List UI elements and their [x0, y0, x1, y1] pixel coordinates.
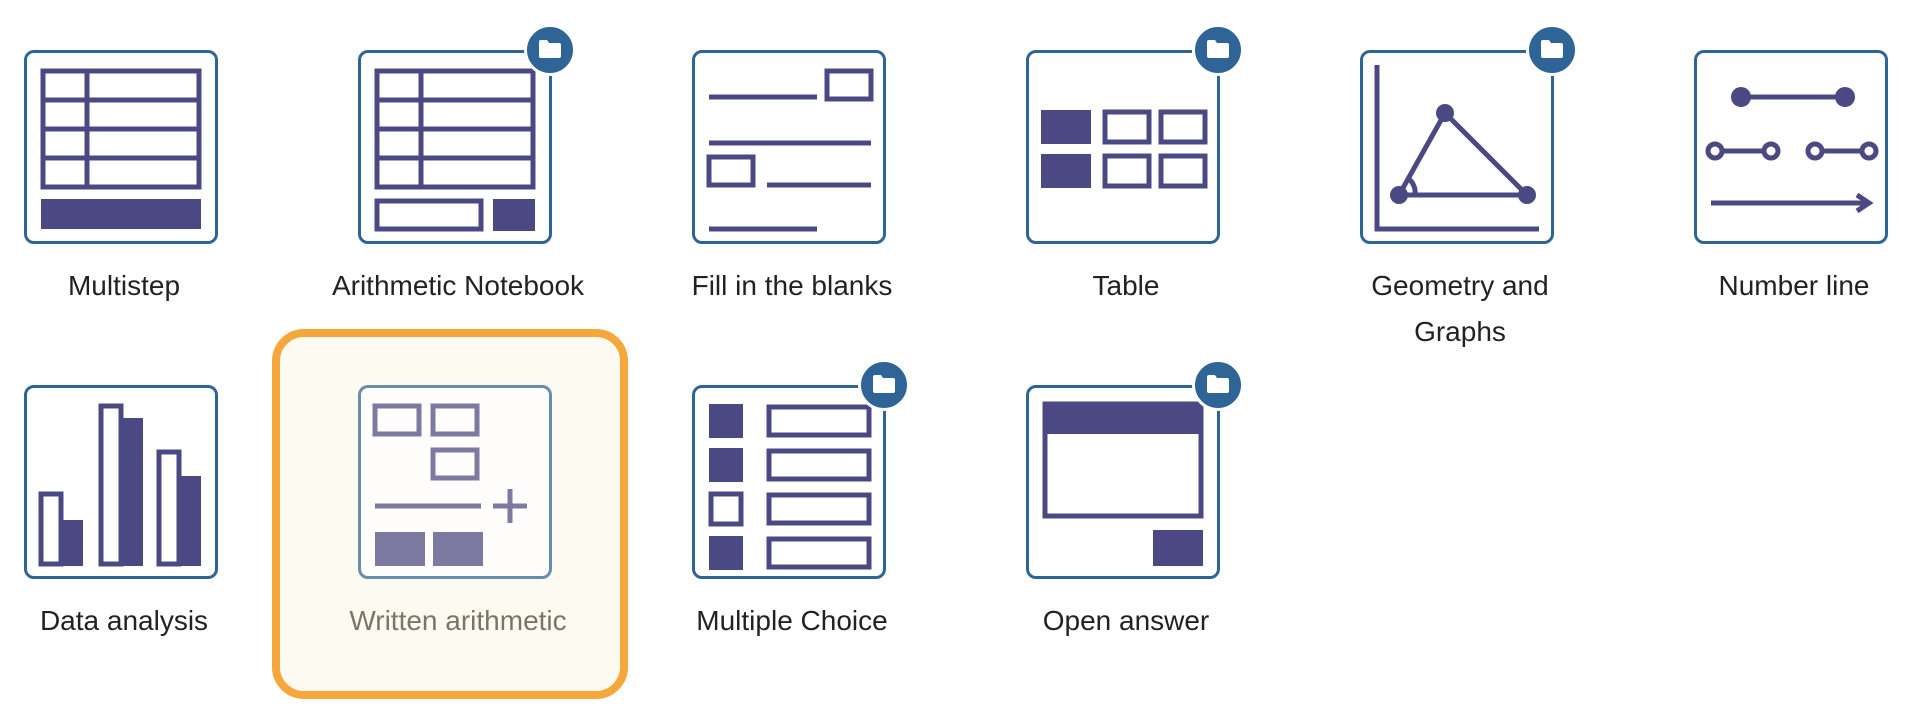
tile-data-analysis[interactable]: Data analysis: [0, 385, 274, 645]
folder-icon[interactable]: [1192, 359, 1244, 411]
tile-table[interactable]: Table: [976, 24, 1276, 350]
number-line-icon: [1694, 50, 1888, 244]
folder-icon[interactable]: [524, 24, 576, 76]
tile-fill-in-the-blanks[interactable]: Fill in the blanks: [642, 50, 942, 350]
tile-label: Number line: [1718, 270, 1870, 301]
table-icon: [1026, 50, 1220, 244]
folder-icon[interactable]: [1192, 24, 1244, 76]
tile-label: Fill in the blanks: [691, 270, 893, 301]
tile-label: Multistep: [67, 270, 181, 301]
multistep-icon: [24, 50, 218, 244]
tile-label: Multiple Choice: [696, 605, 888, 636]
fill-in-blanks-icon: [692, 50, 886, 244]
arithmetic-notebook-icon: [358, 50, 552, 244]
tile-label: Written arithmetic: [349, 605, 567, 636]
data-analysis-icon: [24, 385, 218, 579]
tile-number-line[interactable]: Number line: [1644, 50, 1918, 350]
tile-arithmetic-notebook[interactable]: Arithmetic Notebook: [308, 24, 608, 350]
multiple-choice-icon: [692, 385, 886, 579]
tile-geometry-and-graphs[interactable]: Geometry and Graphs: [1310, 24, 1610, 350]
tile-multiple-choice[interactable]: Multiple Choice: [642, 359, 942, 645]
tile-multistep[interactable]: Multistep: [0, 50, 274, 350]
folder-icon[interactable]: [1526, 24, 1578, 76]
tile-label: Data analysis: [39, 605, 209, 636]
tile-open-answer[interactable]: Open answer: [976, 359, 1276, 645]
tile-written-arithmetic[interactable]: Written arithmetic: [308, 385, 608, 645]
geometry-graphs-icon: [1360, 50, 1554, 244]
tile-label: Arithmetic Notebook: [331, 270, 585, 301]
tile-label: Geometry and Graphs: [1371, 270, 1549, 347]
tile-label: Table: [1092, 270, 1160, 301]
tile-label: Open answer: [1042, 605, 1210, 636]
written-arithmetic-icon: [358, 385, 552, 579]
folder-icon[interactable]: [858, 359, 910, 411]
open-answer-icon: [1026, 385, 1220, 579]
